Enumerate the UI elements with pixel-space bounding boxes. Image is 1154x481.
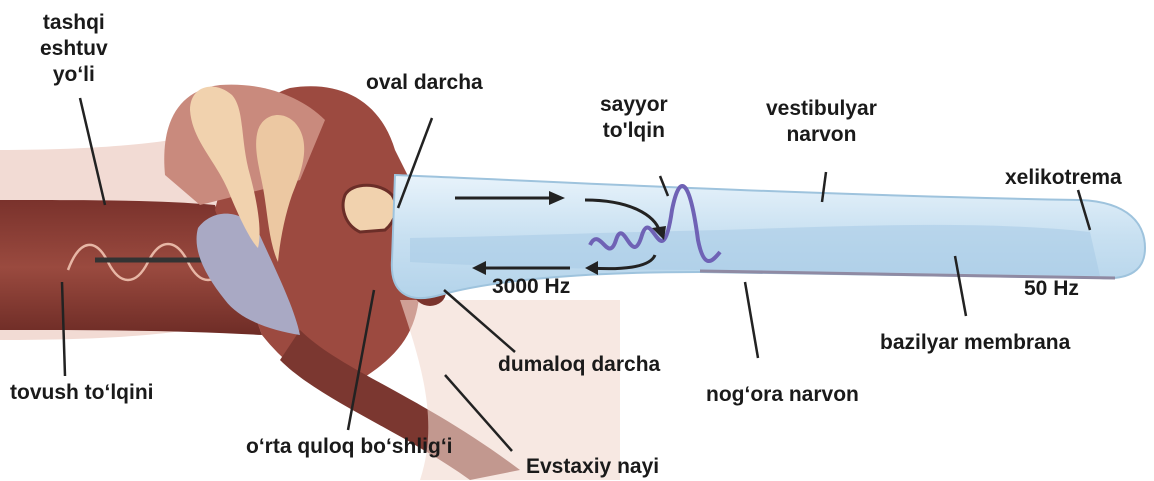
eustachian-tube-label: Evstaxiy nayi — [526, 454, 659, 480]
sound-wave-label: tovush to‘lqini — [10, 380, 153, 406]
ear-canal-label: tashqi eshtuv yo‘li — [40, 10, 108, 88]
round-window-label: dumaloq darcha — [498, 352, 660, 378]
tympanic-duct-label: nog‘ora narvon — [706, 382, 859, 408]
freq-high-label: 3000 Hz — [492, 274, 570, 300]
traveling-wave-label: sayyor to'lqin — [600, 92, 668, 144]
freq-low-label: 50 Hz — [1024, 276, 1079, 302]
stapes-shape — [343, 185, 396, 232]
middle-ear-label: o‘rta quloq bo‘shlig‘i — [246, 434, 452, 460]
vestibular-duct-label: vestibulyar narvon — [766, 96, 877, 148]
helicotrema-label: xelikotrema — [1005, 165, 1122, 191]
oval-window-label: oval darcha — [366, 70, 483, 96]
basilar-membrane-label: bazilyar membrana — [880, 330, 1070, 356]
